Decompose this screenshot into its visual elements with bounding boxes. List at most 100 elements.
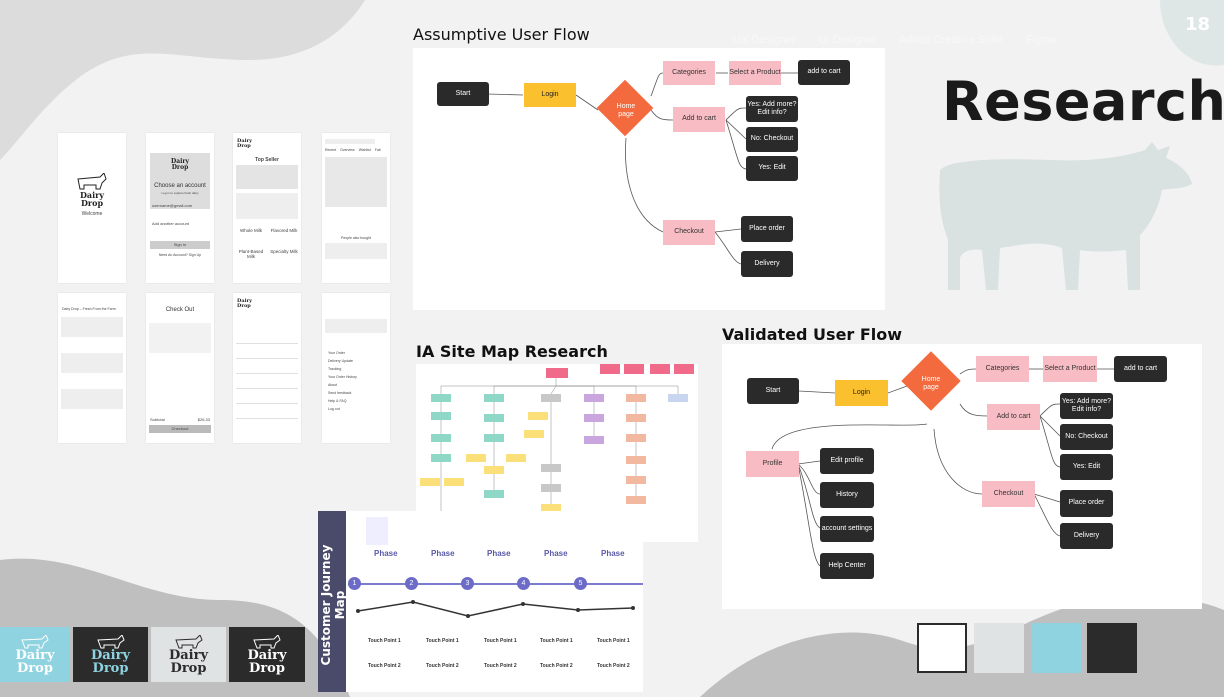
sign-in-button[interactable]: Sign In (150, 241, 210, 249)
touch-point-1-c: Touch Point 1 (484, 638, 517, 644)
menu-send-feedback[interactable]: Send feedback (328, 391, 352, 395)
menu-delivery-update[interactable]: Delivery Update (328, 359, 353, 363)
cow-logo-icon (174, 634, 203, 648)
touch-point-2-e: Touch Point 2 (597, 663, 630, 669)
add-account[interactable]: Add another account (152, 221, 189, 226)
wireframe-product: Recent Overview Wishlist Fab People also… (322, 133, 390, 283)
tag-adobe: Adobe Creative Suite (898, 34, 1003, 46)
valid-yes-add-more: Yes: Add more? Edit info? (1060, 393, 1113, 419)
logo-line1: Dairy (247, 647, 287, 663)
step-4: 4 (517, 577, 530, 590)
cow-logo-icon (77, 172, 107, 190)
top-seller: Top Seller (255, 157, 279, 163)
feed-heading: Dairy Drop – Fresh From the Farm (62, 307, 116, 311)
logo-line1: Dairy (168, 647, 209, 663)
menu-your-order[interactable]: Your Order (328, 351, 345, 355)
step-2: 2 (405, 577, 418, 590)
tag-ui: UI Designer (818, 34, 877, 46)
logo-line2: Drop (249, 660, 285, 676)
brand-line2: Drop (171, 164, 189, 171)
assump-add-to-cart: Add to cart (673, 107, 725, 132)
journey-line (348, 583, 643, 585)
assumptive-flow-panel: Start Login Home page Categories Select … (413, 48, 885, 310)
touch-point-2-a: Touch Point 2 (368, 663, 401, 669)
customer-journey-map: Customer Journey Map Phase Phase Phase P… (318, 511, 643, 692)
valid-account-settings: account settings (820, 516, 874, 542)
login-email[interactable]: username@gmail.com (152, 203, 193, 208)
checkout-title: Check Out (165, 307, 195, 313)
swatch-dark (1087, 623, 1137, 673)
ia-sitemap-tree (420, 364, 694, 534)
valid-no-checkout: No: Checkout (1060, 424, 1113, 450)
wireframe-home: Dairy Drop Top Seller Whole Milk Flavore… (233, 133, 301, 283)
page-number: 18 (1184, 14, 1210, 35)
swatch-white (917, 623, 967, 673)
wireframe-list: Dairy Drop (233, 293, 301, 443)
logo-line2: Drop (92, 660, 129, 676)
assump-yes-add-more: Yes: Add more? Edit info? (746, 96, 798, 122)
category-plant[interactable]: Plant-Based Milk (238, 249, 264, 259)
tab-wishlist[interactable]: Wishlist (358, 148, 371, 152)
swatch-light-gray (974, 623, 1024, 673)
category-whole[interactable]: Whole Milk (239, 228, 262, 233)
brand-line2: Drop (80, 198, 104, 208)
category-specialty[interactable]: Specialty Milk (270, 249, 298, 254)
assump-start: Start (437, 82, 489, 106)
assumptive-connectors (487, 72, 798, 265)
page-title: Research (942, 70, 1224, 133)
step-3: 3 (461, 577, 474, 590)
signup-link[interactable]: Need An Account? Sign Up (158, 253, 202, 257)
valid-login: Login (835, 380, 888, 406)
menu-about[interactable]: About (328, 383, 338, 387)
valid-add-to-cart-top: add to cart (1114, 356, 1167, 382)
valid-delivery: Delivery (1060, 523, 1113, 549)
assump-add-to-cart-top: add to cart (798, 60, 850, 85)
tag-figma: Figma (1025, 34, 1057, 46)
valid-start: Start (747, 378, 799, 404)
ia-sitemap-title: IA Site Map Research (416, 342, 608, 361)
welcome-caption: Welcome (81, 211, 103, 217)
cow-logo-icon (253, 634, 281, 648)
touch-point-1-a: Touch Point 1 (368, 638, 401, 644)
menu-help[interactable]: Help & FAQ (328, 399, 347, 403)
wireframe-feed: Dairy Drop – Fresh From the Farm (58, 293, 126, 443)
menu-order-history[interactable]: Your Order History (328, 375, 357, 379)
tab-recent[interactable]: Recent (325, 148, 337, 152)
menu-tracking[interactable]: Tracking (328, 367, 342, 371)
touch-point-1-b: Touch Point 1 (426, 638, 459, 644)
valid-select-product: Select a Product (1043, 356, 1097, 382)
brand-line1: Dairy (237, 138, 253, 144)
valid-edit-profile: Edit profile (820, 448, 874, 474)
category-flavored[interactable]: Flavored Milk (270, 228, 298, 233)
wireframe-checkout: Check Out Subtotal $26.33 Checkout (146, 293, 214, 443)
emotion-curve (356, 600, 635, 618)
touch-point-1-e: Touch Point 1 (597, 638, 630, 644)
valid-categories: Categories (976, 356, 1029, 382)
tag-ux: UX Designer (733, 34, 796, 46)
assump-login: Login (524, 83, 576, 107)
cjm-sidebar: Customer Journey Map (318, 511, 347, 692)
valid-help-center: Help Center (820, 553, 874, 579)
logo-line2: Drop (170, 660, 207, 676)
phase-4: Phase (544, 549, 568, 558)
phase-2: Phase (431, 549, 455, 558)
assump-home-label: Home page (616, 103, 636, 119)
logo-line1: Dairy (15, 647, 55, 663)
menu-logout[interactable]: Log out (328, 407, 340, 411)
phase-5: Phase (601, 549, 625, 558)
tab-overview[interactable]: Overview (340, 148, 355, 152)
swatch-blue (1031, 623, 1081, 673)
login-sub: Log in to explore fresh dairy (161, 191, 199, 195)
validated-flow-panel: Start Login Home page Categories Select … (722, 344, 1202, 609)
validated-flow-title: Validated User Flow (722, 325, 903, 344)
valid-checkout: Checkout (982, 481, 1035, 507)
valid-history: History (820, 482, 874, 508)
checkout-button[interactable]: Checkout (149, 425, 211, 433)
cjm-title: Customer Journey Map (319, 544, 347, 666)
brand-line1: Dairy (170, 158, 190, 165)
cow-icon (939, 142, 1192, 290)
tab-fab[interactable]: Fab (374, 148, 381, 152)
logo-line1: Dairy (90, 647, 131, 663)
